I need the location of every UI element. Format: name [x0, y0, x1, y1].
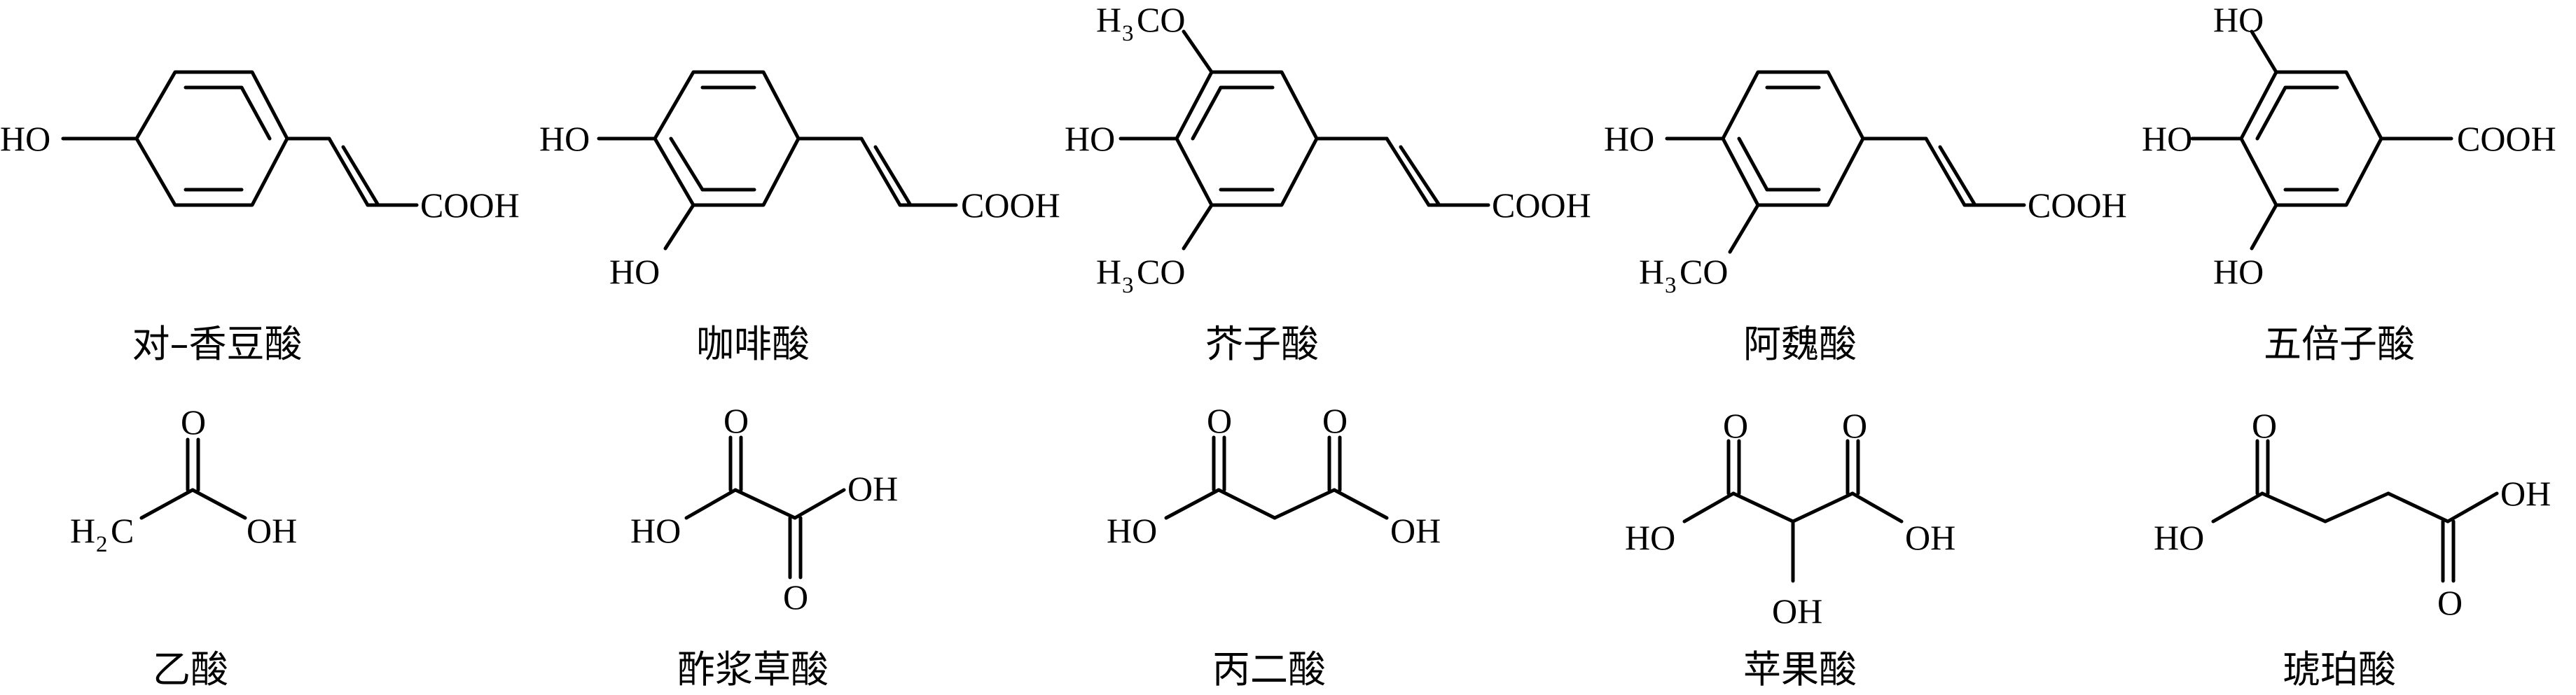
molecule-name: 苹果酸 [1743, 647, 1857, 692]
atom-label: OH [1905, 518, 1955, 557]
atom-label: COOH [1492, 185, 1591, 225]
atom-label: HO [630, 511, 681, 550]
atom-label: OH [1772, 591, 1822, 631]
atom-subscript: 3 [1122, 21, 1134, 46]
benzene-ring [2239, 70, 2383, 207]
molecule-sinapic-acid: H 3 CO HO H 3 CO COOH 芥子酸 [1065, 0, 1591, 366]
atom-label: H [1096, 252, 1121, 291]
oxalic-bonds [684, 435, 846, 580]
benzene-ring [653, 70, 801, 207]
atom-label: O [1322, 401, 1348, 440]
benzene-ring [1721, 70, 1865, 207]
atom-subscript: 3 [1122, 273, 1134, 298]
molecule-ferulic-acid: HO H 3 CO COOH 阿魏酸 [1604, 70, 2127, 366]
molecule-name: 丙二酸 [1212, 647, 1326, 692]
atom-label: OH [247, 511, 297, 550]
atom-label: HO [1107, 511, 1157, 550]
atom-label: H [1639, 252, 1664, 291]
malic-bonds [1682, 439, 1904, 583]
atom-label: HO [2213, 252, 2264, 291]
molecule-malonic-acid: O O HO OH 丙二酸 [1107, 401, 1441, 692]
atom-label: O [783, 577, 808, 617]
atom-label: H [1096, 0, 1121, 39]
atom-label: O [1842, 406, 1867, 445]
atom-subscript: 2 [96, 532, 108, 557]
benzene-ring [1175, 70, 1319, 207]
molecule-p-coumaric-acid: HO COOH 对–香豆酸 [0, 70, 520, 366]
atom-label: HO [2154, 518, 2204, 557]
molecule-caffeic-acid: HO HO COOH 咖啡酸 [539, 70, 1060, 366]
atom-label: HO [609, 252, 660, 291]
molecule-gallic-acid: HO HO HO COOH 五倍子酸 [2142, 0, 2556, 366]
atom-label: HO [0, 119, 50, 158]
atom-label: COOH [2457, 119, 2556, 158]
atom-label: O [723, 401, 749, 440]
atom-label: OH [1390, 511, 1441, 550]
molecule-name: 芥子酸 [1205, 322, 1319, 366]
atom-label: CO [1680, 252, 1728, 291]
caffeic-bonds [597, 70, 958, 251]
molecule-acetic-acid: O H 2 C OH 乙酸 [70, 402, 297, 692]
molecule-name: 阿魏酸 [1743, 322, 1857, 366]
acetic-bonds [139, 437, 247, 520]
molecule-name: 乙酸 [153, 647, 228, 692]
atom-label: O [2437, 583, 2463, 622]
atom-label: O [1723, 406, 1748, 445]
atom-label: COOH [420, 185, 520, 225]
gallic-bonds [2190, 29, 2453, 251]
atom-label: HO [1065, 119, 1115, 158]
atom-label: O [2252, 406, 2277, 445]
atom-label: HO [1604, 119, 1654, 158]
molecule-name: 琥珀酸 [2283, 647, 2396, 692]
succinic-bonds [2211, 439, 2499, 583]
atom-label: HO [539, 119, 590, 158]
sinapic-bonds [1119, 29, 1490, 251]
molecule-oxalic-acid: O HO OH O 酢浆草酸 [630, 401, 898, 692]
atom-label: CO [1137, 252, 1185, 291]
atom-subscript: 3 [1665, 273, 1677, 298]
atom-label: HO [1625, 518, 1675, 557]
atom-label: CO [1137, 0, 1185, 39]
malonic-bonds [1164, 435, 1389, 520]
atom-label: COOH [2028, 185, 2127, 225]
atom-label: HO [2142, 119, 2192, 158]
atom-label: C [111, 511, 134, 550]
atom-label: OH [2500, 474, 2551, 513]
atom-label: H [70, 511, 95, 550]
atom-label: O [181, 402, 206, 442]
molecule-name: 五倍子酸 [2264, 322, 2415, 366]
molecule-succinic-acid: O HO OH O 琥珀酸 [2154, 406, 2551, 692]
molecule-name: 对–香豆酸 [132, 322, 303, 366]
atom-label: OH [847, 469, 898, 508]
molecule-malic-acid: O O HO OH OH 苹果酸 [1625, 406, 1955, 692]
atom-label: HO [2213, 0, 2264, 39]
molecule-name: 酢浆草酸 [677, 647, 829, 692]
benzene-ring [134, 70, 289, 207]
atom-label: O [1207, 401, 1232, 440]
molecule-name: 咖啡酸 [696, 322, 810, 366]
p-coumaric-bonds [61, 70, 419, 207]
ferulic-bonds [1665, 70, 2026, 254]
atom-label: COOH [961, 185, 1060, 225]
